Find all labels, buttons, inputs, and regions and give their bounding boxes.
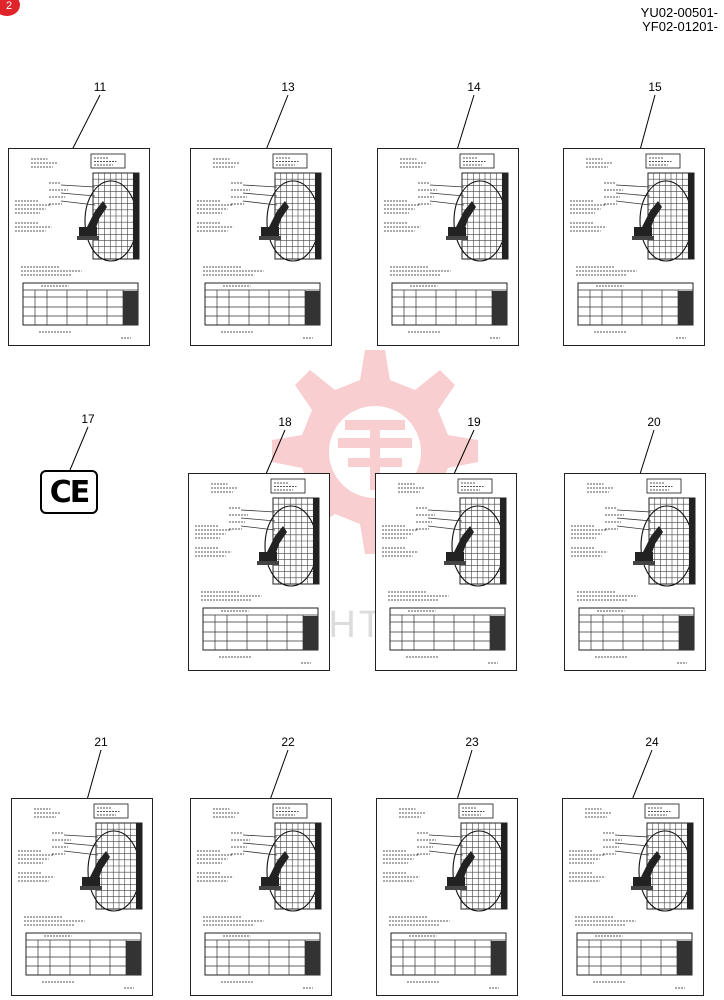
load-chart-artwork — [570, 153, 695, 339]
load-chart-decal-23 — [376, 798, 518, 996]
load-chart-artwork — [18, 803, 143, 989]
load-chart-decal-15 — [563, 148, 705, 346]
load-chart-decal-22 — [190, 798, 332, 996]
part-number-22: 22 — [281, 735, 295, 749]
load-chart-artwork — [15, 153, 140, 339]
load-chart-decal-14 — [377, 148, 519, 346]
load-chart-artwork — [197, 803, 322, 989]
part-number-18: 18 — [278, 415, 292, 429]
load-chart-decal-21 — [11, 798, 153, 996]
ce-mark-decal: CE — [40, 470, 98, 514]
model-range-line-1: YU02-00501- — [640, 5, 718, 20]
load-chart-decal-13 — [190, 148, 332, 346]
load-chart-decal-19 — [375, 473, 517, 671]
load-chart-artwork — [571, 478, 696, 664]
part-number-17: 17 — [81, 412, 95, 426]
load-chart-decal-18 — [188, 473, 330, 671]
part-number-19: 19 — [467, 415, 481, 429]
load-chart-artwork — [195, 478, 320, 664]
part-number-14: 14 — [467, 80, 481, 94]
part-number-13: 13 — [281, 80, 295, 94]
page-badge: 2 — [0, 0, 20, 16]
part-number-15: 15 — [648, 80, 662, 94]
part-number-24: 24 — [645, 735, 659, 749]
part-number-11: 11 — [93, 80, 107, 94]
load-chart-artwork — [382, 478, 507, 664]
part-number-20: 20 — [647, 415, 661, 429]
part-number-23: 23 — [465, 735, 479, 749]
load-chart-artwork — [197, 153, 322, 339]
part-number-21: 21 — [94, 735, 108, 749]
load-chart-artwork — [569, 803, 694, 989]
model-range-line-2: YF02-01201- — [642, 19, 718, 34]
load-chart-decal-11 — [8, 148, 150, 346]
load-chart-decal-24 — [562, 798, 704, 996]
load-chart-artwork — [384, 153, 509, 339]
load-chart-decal-20 — [564, 473, 706, 671]
load-chart-artwork — [383, 803, 508, 989]
